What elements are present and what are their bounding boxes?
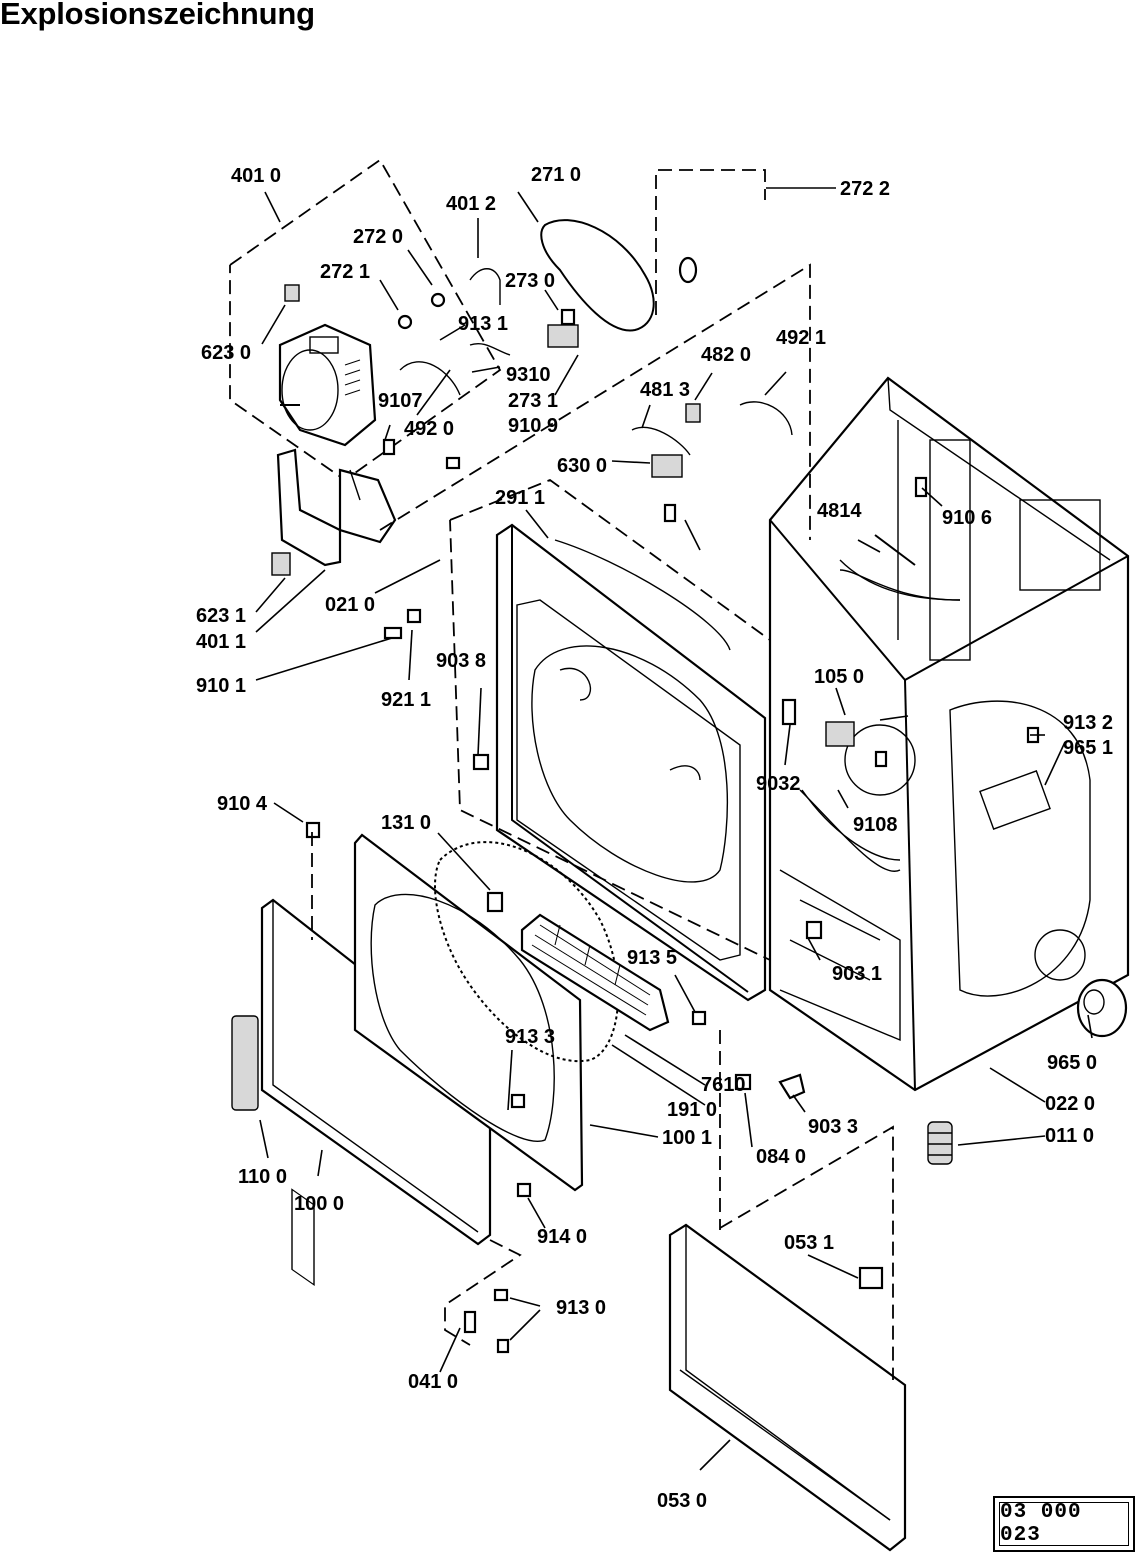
part-label-4920: 492 0 <box>404 418 454 440</box>
drawing-number: 03 000 023 <box>999 1501 1129 1547</box>
part-label-2720: 272 0 <box>353 226 403 248</box>
part-label-9130: 913 0 <box>556 1297 606 1319</box>
part-label-1910: 191 0 <box>667 1099 717 1121</box>
cabinet <box>768 376 1130 1092</box>
leader-arrows <box>255 187 1093 1471</box>
part-label-9132: 913 2 <box>1063 712 1113 734</box>
drawing-number-box: 03 000 023 <box>993 1496 1135 1552</box>
part-label-9131: 913 1 <box>458 313 508 335</box>
part-label-4010: 401 0 <box>231 165 281 187</box>
part-label-9211: 921 1 <box>381 689 431 711</box>
part-label-9140: 914 0 <box>537 1226 587 1248</box>
drive-belt-2710 <box>540 219 655 332</box>
part-label-4813: 481 3 <box>640 379 690 401</box>
door-hinge-outline <box>444 1239 522 1346</box>
part-labels: 401 0 271 0 272 2 401 2 272 0 272 1 273 … <box>196 164 1113 1512</box>
part-label-9106: 910 6 <box>942 507 992 529</box>
part-label-9038: 903 8 <box>436 650 486 672</box>
roller-9650 <box>1076 978 1128 1038</box>
toe-kick-outline <box>719 1125 894 1380</box>
part-label-2730: 273 0 <box>505 270 555 292</box>
foot-0110 <box>927 1121 953 1165</box>
part-label-7610: 7610 <box>701 1074 746 1096</box>
part-label-6300: 630 0 <box>557 455 607 477</box>
part-label-9109-a: 910 9 <box>508 415 558 437</box>
part-label-9310: 9310 <box>506 364 551 386</box>
door-inner-1001 <box>353 833 584 1192</box>
belt-group-outline <box>655 169 766 315</box>
part-label-2710: 271 0 <box>531 164 581 186</box>
part-label-9031: 903 1 <box>832 963 882 985</box>
part-label-0410: 041 0 <box>408 1371 458 1393</box>
part-label-6231: 623 1 <box>196 605 246 627</box>
part-label-4012: 401 2 <box>446 193 496 215</box>
part-label-9101: 910 1 <box>196 675 246 697</box>
part-label-9032: 9032 <box>756 773 801 795</box>
motor-group-outline <box>229 158 502 482</box>
part-label-2731: 273 1 <box>508 390 558 412</box>
part-label-1310: 131 0 <box>381 812 431 834</box>
part-label-0840: 084 0 <box>756 1146 806 1168</box>
part-label-2721: 272 1 <box>320 261 370 283</box>
part-label-2722: 272 2 <box>840 178 890 200</box>
toe-kick-0530 <box>668 1223 907 1552</box>
part-label-9033: 903 3 <box>808 1116 858 1138</box>
part-label-4814: 4814 <box>817 500 862 522</box>
part-label-9108: 9108 <box>853 814 898 836</box>
part-label-0110: 011 0 <box>1045 1125 1094 1147</box>
door-seal-1910 <box>434 841 620 1063</box>
motor-4010 <box>278 323 377 447</box>
front-bulkhead <box>495 523 767 1002</box>
idler-pulley <box>678 256 698 284</box>
part-label-9104: 910 4 <box>217 793 268 815</box>
part-label-1001: 100 1 <box>662 1127 712 1149</box>
part-label-4820: 482 0 <box>701 344 751 366</box>
part-label-9135: 913 5 <box>627 947 677 969</box>
part-label-0531: 053 1 <box>784 1232 834 1254</box>
part-label-9650: 965 0 <box>1047 1052 1097 1074</box>
part-label-9651: 965 1 <box>1063 737 1113 759</box>
page-title: Explosionszeichnung <box>0 0 315 31</box>
part-label-6230: 623 0 <box>201 342 251 364</box>
part-label-9133: 913 3 <box>505 1026 555 1048</box>
drum-seal-2911 <box>449 478 771 962</box>
motor-bracket-4011 <box>276 448 397 567</box>
part-label-0210: 021 0 <box>325 594 375 616</box>
part-label-1050: 105 0 <box>814 666 864 688</box>
loading-door-1000 <box>231 898 492 1287</box>
lint-filter-7610 <box>520 913 670 1032</box>
wiring-group-outline <box>379 263 811 540</box>
part-label-1100: 110 0 <box>238 1166 287 1188</box>
part-label-1000: 100 0 <box>294 1193 344 1215</box>
part-label-0530: 053 0 <box>657 1490 707 1512</box>
part-label-4921: 492 1 <box>776 327 826 349</box>
part-label-9107: 9107 <box>378 390 423 412</box>
part-label-2911: 291 1 <box>495 487 545 509</box>
part-label-4011: 401 1 <box>196 631 246 653</box>
part-label-0220: 022 0 <box>1045 1093 1095 1115</box>
